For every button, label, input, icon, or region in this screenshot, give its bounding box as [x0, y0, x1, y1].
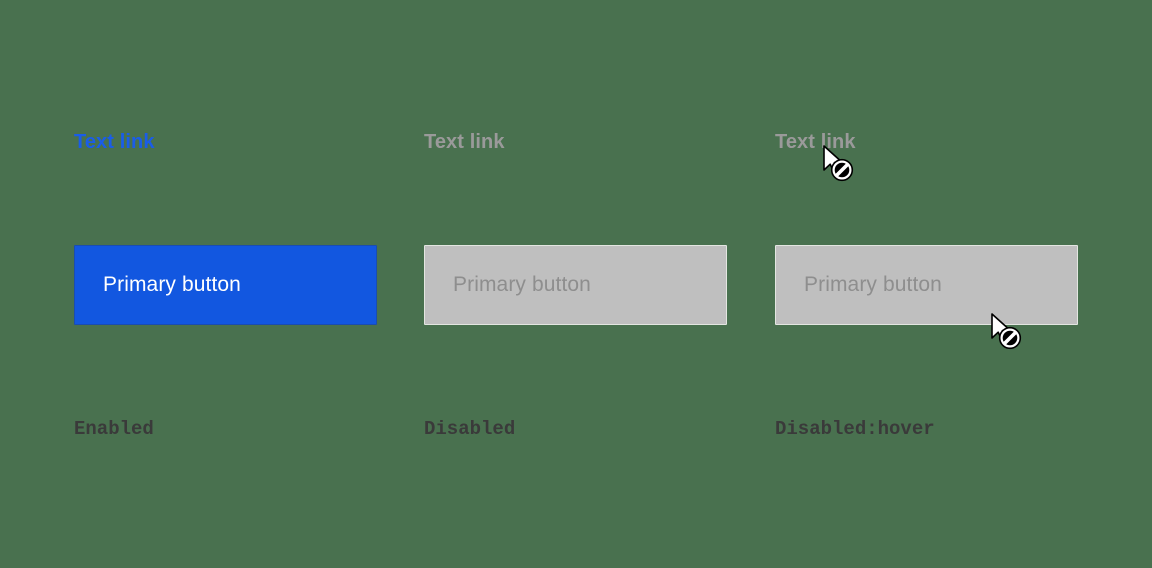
primary-button-enabled[interactable]: Primary button	[74, 245, 377, 325]
state-column-disabled: Text link Primary button Disabled	[424, 0, 774, 568]
state-column-disabled-hover: Text link Primary button Disabled:hover	[775, 0, 1125, 568]
caption-enabled: Enabled	[74, 418, 154, 440]
text-link-disabled: Text link	[424, 131, 505, 153]
caption-disabled-hover: Disabled:hover	[775, 418, 935, 440]
caption-disabled: Disabled	[424, 418, 516, 440]
primary-button-disabled-hover: Primary button	[775, 245, 1078, 325]
text-link-enabled[interactable]: Text link	[74, 131, 155, 153]
text-link-disabled-hover: Text link	[775, 131, 856, 153]
state-column-enabled: Text link Primary button Enabled	[74, 0, 424, 568]
primary-button-disabled: Primary button	[424, 245, 727, 325]
